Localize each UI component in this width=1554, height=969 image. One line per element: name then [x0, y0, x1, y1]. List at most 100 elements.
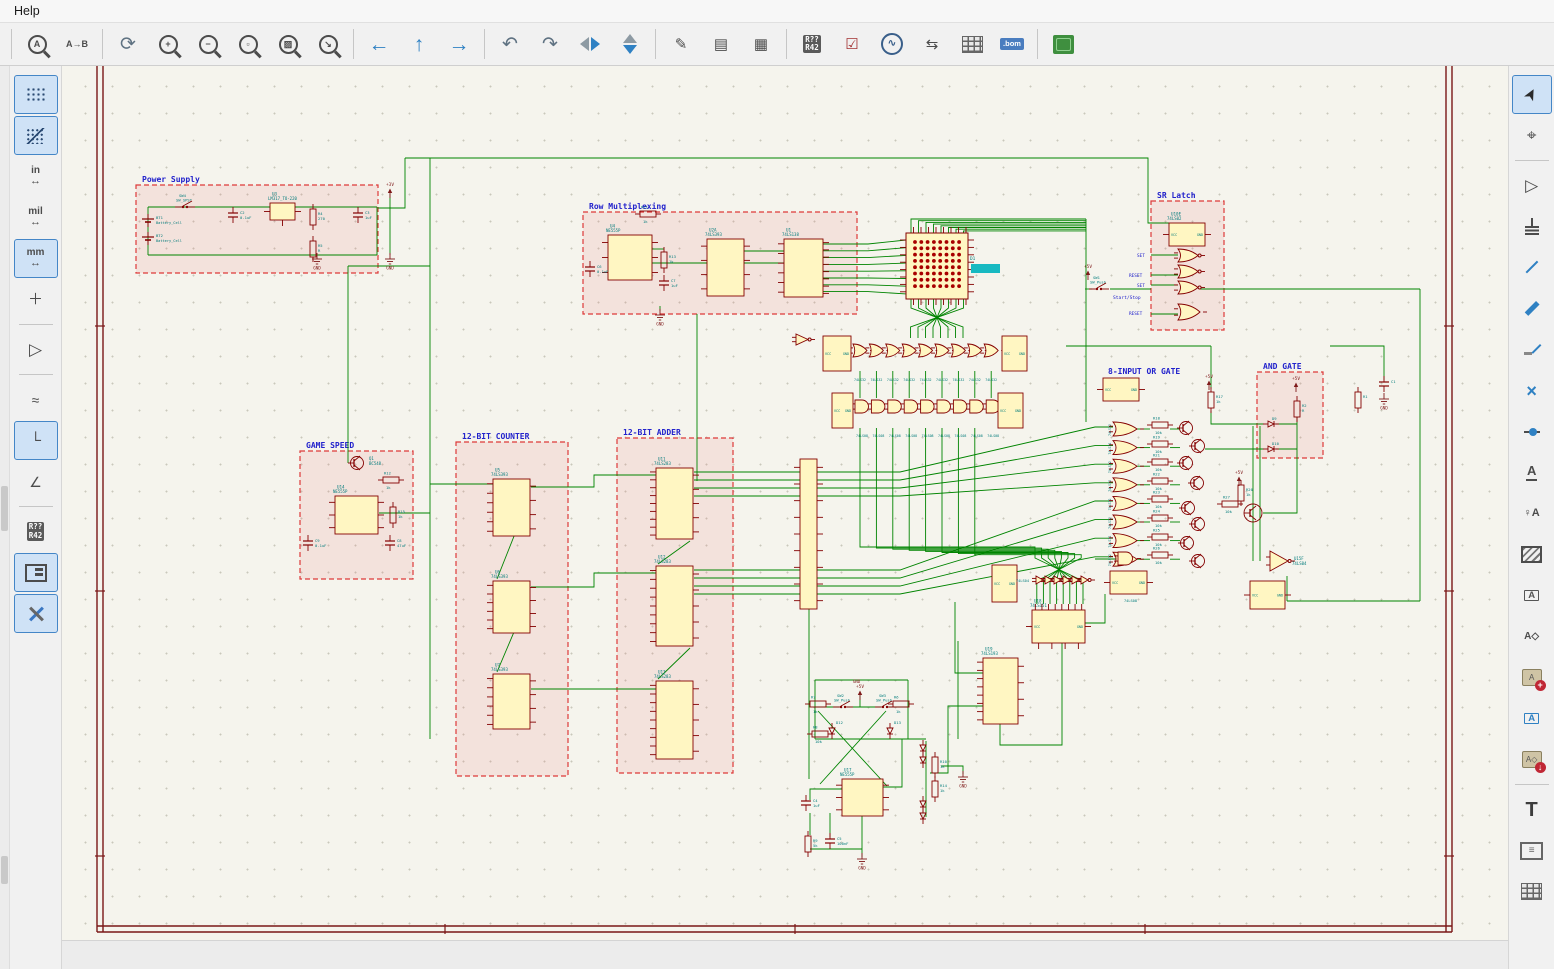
hierarchical-sheet-icon[interactable] [1512, 535, 1552, 574]
ic-symbol[interactable]: U1374LS283 [654, 670, 693, 760]
wire-45-icon[interactable]: ∠ [14, 462, 58, 501]
gate-inv[interactable] [1081, 576, 1091, 584]
assign-footprints-icon[interactable]: ⇆ [912, 26, 952, 62]
refresh-icon[interactable]: ⟳ [108, 26, 148, 62]
symbol-library-browser-icon[interactable]: ▤ [701, 26, 741, 62]
diode[interactable] [920, 813, 926, 819]
import-hier-label-icon[interactable]: A◇ [1512, 740, 1552, 779]
mirror-horizontal-icon[interactable] [570, 26, 610, 62]
junction-icon[interactable] [1512, 412, 1552, 451]
schematic-canvas[interactable]: Power SupplyRow MultiplexingSR LatchGAME… [62, 66, 1508, 940]
resistor[interactable]: R171k [1208, 392, 1223, 408]
add-power-icon[interactable] [1512, 207, 1552, 246]
footprint-editor-icon[interactable]: ▦ [741, 26, 781, 62]
resistor[interactable]: R101k [932, 757, 948, 773]
ic-symbol[interactable]: U1874LS151VCCGND [1030, 599, 1085, 644]
resistor[interactable]: R1910k [1152, 435, 1168, 455]
resistor[interactable]: R2610k [1152, 546, 1168, 566]
capacitor[interactable]: C41uF [813, 798, 821, 808]
find-replace-icon[interactable]: A→B [57, 26, 97, 62]
ic-symbol[interactable]: VCCGND [823, 336, 851, 371]
symbol-fields-table-icon[interactable] [952, 26, 992, 62]
gate-and[interactable]: 74LS08 [904, 400, 918, 438]
zoom-fit-page-icon[interactable]: ▫ [228, 26, 268, 62]
gate-and[interactable]: 74LS08 [921, 400, 935, 438]
table-icon[interactable] [1512, 872, 1552, 911]
global-label-icon[interactable]: ♀A [1512, 494, 1552, 533]
ic-symbol[interactable]: VCCGND [1110, 571, 1147, 594]
hidden-pins-icon[interactable]: ▷ [14, 330, 58, 369]
units-mils[interactable]: mil [14, 198, 58, 237]
gnd-symbol[interactable]: GND [313, 266, 321, 271]
gate-and[interactable]: 74LS08 [855, 400, 869, 438]
diode[interactable]: D13 [887, 720, 901, 734]
gate-or[interactable]: 74LS32 [1108, 496, 1137, 510]
gnd-symbol[interactable]: GND [386, 266, 394, 271]
simulator-icon[interactable]: ∿ [872, 26, 912, 62]
gate-or[interactable]: 74LS32 [1108, 441, 1137, 455]
add-bus-icon[interactable] [1512, 289, 1552, 328]
gate-or[interactable]: 74LS32 [1108, 422, 1137, 436]
gate-or[interactable]: 74LS32 [1108, 478, 1137, 492]
nav-forward-icon[interactable]: → [439, 26, 479, 62]
resistor[interactable]: R2110k [1152, 453, 1168, 473]
free-angle-wire-icon[interactable]: ≈ [14, 380, 58, 419]
rotate-ccw-icon[interactable]: ↶ [490, 26, 530, 62]
export-bom-icon[interactable]: .bom [992, 26, 1032, 62]
ic-symbol[interactable]: VCCGND [1002, 336, 1027, 371]
hv-wire-icon[interactable]: └ [14, 421, 58, 460]
textbox-icon[interactable]: ≡ [1512, 831, 1552, 870]
zoom-selection-icon[interactable]: ↘ [308, 26, 348, 62]
sheet-pin-icon[interactable]: A [1512, 576, 1552, 615]
menu-help[interactable]: Help [6, 4, 48, 18]
text-icon[interactable]: T [1512, 790, 1552, 829]
no-connect-icon[interactable]: × [1512, 371, 1552, 410]
highlight-net-icon[interactable]: ⌖ [1512, 116, 1552, 155]
ic-symbol[interactable]: VCCGND [998, 393, 1023, 428]
hierarchical-label-icon[interactable]: A [1512, 699, 1552, 738]
resistor[interactable]: R810k [812, 725, 828, 745]
rotate-cw-icon[interactable]: ↷ [530, 26, 570, 62]
resistor[interactable]: R2210k [1152, 472, 1168, 492]
resistor[interactable]: R141k [932, 781, 948, 797]
capacitor[interactable]: C5100nF [837, 836, 849, 846]
add-wire-icon[interactable] [1512, 248, 1552, 287]
units-inches[interactable]: in [14, 157, 58, 196]
properties-tools-icon[interactable] [14, 594, 58, 633]
zoom-fit-objects-icon[interactable]: ▨ [268, 26, 308, 62]
diode[interactable]: D12 [829, 720, 843, 734]
resistor[interactable]: R2510k [1152, 528, 1168, 548]
add-symbol-icon[interactable]: ▷ [1512, 166, 1552, 205]
ic-symbol[interactable]: VCCGND [1103, 378, 1139, 401]
gate-and[interactable]: 74LS08 [970, 400, 984, 438]
ic-symbol[interactable]: U3LM317_TO-220 [268, 192, 297, 221]
schematic-block[interactable]: AND GATE [1257, 362, 1323, 458]
gate-and[interactable]: 74LS08 [954, 400, 968, 438]
panel-handle[interactable] [1, 486, 8, 531]
nav-up-icon[interactable]: ↑ [399, 26, 439, 62]
erc-icon[interactable]: ☑ [832, 26, 872, 62]
panel-handle[interactable] [1, 856, 8, 884]
resistor[interactable]: R2410k [1152, 509, 1168, 529]
import-sheet-pin-icon[interactable]: A [1512, 658, 1552, 697]
gate-inv[interactable] [1270, 551, 1291, 571]
gnd-symbol[interactable]: GND [1380, 406, 1388, 411]
resistor[interactable]: R1810k [1152, 416, 1168, 436]
grid-dots-icon[interactable] [14, 75, 58, 114]
led-matrix[interactable]: D1 [906, 233, 976, 299]
units-mm[interactable]: mm [14, 239, 58, 278]
diode[interactable] [920, 757, 926, 763]
resistor[interactable]: R95k [805, 836, 818, 852]
hierarchy-navigator-icon[interactable] [14, 553, 58, 592]
zoom-in-icon[interactable]: + [148, 26, 188, 62]
gate-and[interactable] [1118, 552, 1133, 565]
schematic-drawing[interactable]: Power SupplyRow MultiplexingSR LatchGAME… [62, 66, 1508, 941]
grid-override-icon[interactable] [14, 116, 58, 155]
diode[interactable] [920, 801, 926, 807]
ic-symbol[interactable] [800, 459, 817, 609]
gnd-symbol[interactable]: GND [959, 784, 967, 789]
resistor[interactable]: R1 [1355, 392, 1368, 408]
annotate-icon[interactable]: R?? R42 [792, 26, 832, 62]
gate-inv[interactable] [796, 334, 811, 345]
resistor[interactable]: R2310k [1152, 490, 1168, 510]
